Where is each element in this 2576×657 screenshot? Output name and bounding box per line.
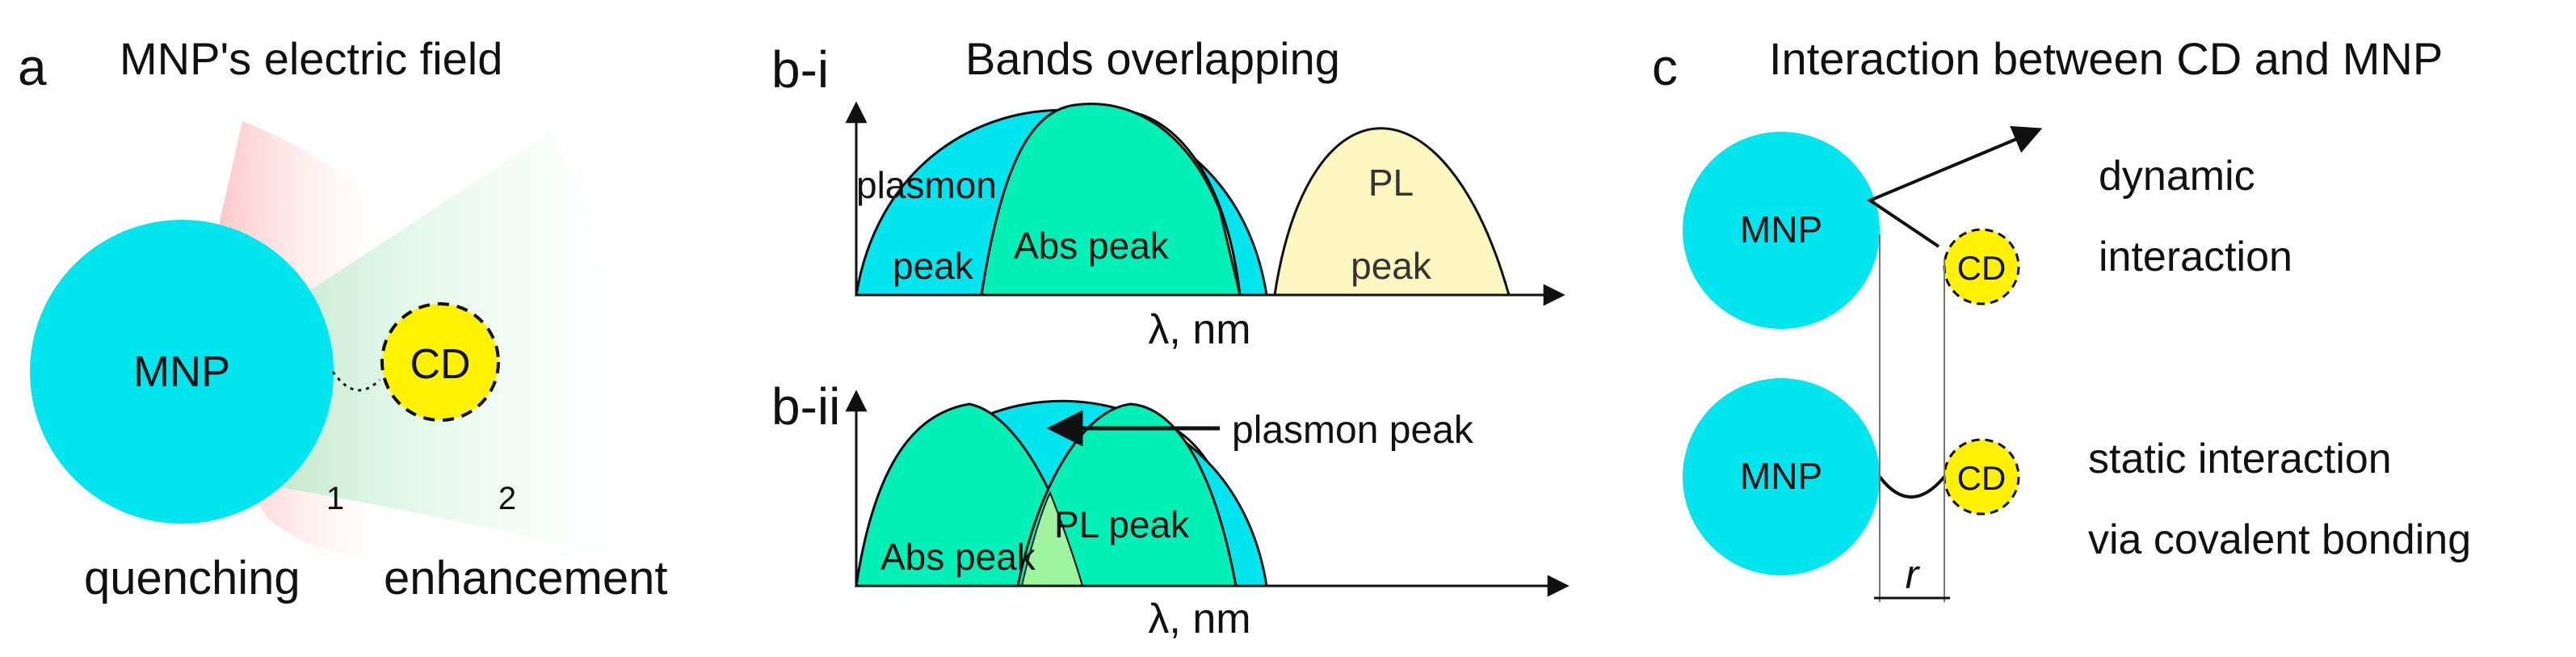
enhancement-label: enhancement xyxy=(384,552,667,604)
c-covalent-bond xyxy=(1878,475,1946,499)
b-ii-center-overlap xyxy=(1020,491,1084,587)
b-i-axis-label: λ, nm xyxy=(1148,306,1250,353)
cd-dot xyxy=(380,302,500,422)
b-i-pl-label-2: peak xyxy=(1351,245,1432,287)
panel-b-ii-letter: b-ii xyxy=(771,377,840,436)
c-mnp-bottom-label: MNP xyxy=(1740,455,1822,497)
c-static-line1: static interaction xyxy=(2088,436,2392,482)
c-mnp-top-label: MNP xyxy=(1740,208,1822,251)
b-ii-pl-label: PL peak xyxy=(1054,503,1190,545)
c-cd-bottom-label: CD xyxy=(1957,459,2007,497)
overlap-region xyxy=(980,103,1242,297)
zone-2-number: 2 xyxy=(498,481,516,516)
panel-c-title: Interaction between CD and MNP xyxy=(1769,33,2443,84)
c-mnp-bottom xyxy=(1683,378,1880,575)
panel-b-i-letter: b-i xyxy=(771,40,829,99)
quenching-label: quenching xyxy=(84,552,300,604)
panel-c-letter: c xyxy=(1652,38,1678,96)
c-distance-label: r xyxy=(1906,552,1921,597)
b-i-plasmon-label-2: peak xyxy=(893,245,974,287)
panel-a-letter: a xyxy=(18,38,47,96)
panel-b-ii: b-ii plasmon peak Abs peak PL peak λ, nm xyxy=(771,377,1570,642)
c-mnp-top xyxy=(1683,132,1880,329)
b-ii-abs-label: Abs peak xyxy=(880,536,1036,578)
dotted-connector xyxy=(331,371,381,392)
c-dynamic-link xyxy=(1866,125,2043,248)
mnp-sphere xyxy=(30,220,334,524)
pl-band xyxy=(1273,127,1511,297)
panel-b-i-title: Bands overlapping xyxy=(965,33,1340,84)
c-static-line2: via covalent bonding xyxy=(2088,516,2471,563)
b-ii-plasmon-label: plasmon peak xyxy=(1232,409,1474,452)
c-dynamic-line1: dynamic xyxy=(2099,153,2255,200)
cd-label: CD xyxy=(410,341,470,388)
b-ii-right-overlap xyxy=(1016,402,1238,588)
c-dynamic-line2: interaction xyxy=(2099,234,2292,280)
b-i-plasmon-label-1: plasmon xyxy=(856,164,997,206)
b-i-abs-label: Abs peak xyxy=(1014,225,1170,267)
c-cd-top-label: CD xyxy=(1957,249,2007,287)
b-i-pl-label-1: PL xyxy=(1368,162,1414,204)
panel-a: a MNP's electric field MNP CD 1 2 quench… xyxy=(18,33,667,604)
panel-a-title: MNP's electric field xyxy=(120,33,502,84)
panel-b-i: b-i Bands overlapping plasmon peak Abs p… xyxy=(771,33,1565,353)
zone-1-number: 1 xyxy=(326,481,344,516)
mnp-label: MNP xyxy=(133,347,230,396)
b-ii-axis-label: λ, nm xyxy=(1148,596,1250,642)
panel-c: c Interaction between CD and MNP MNP CD … xyxy=(1652,33,2471,602)
